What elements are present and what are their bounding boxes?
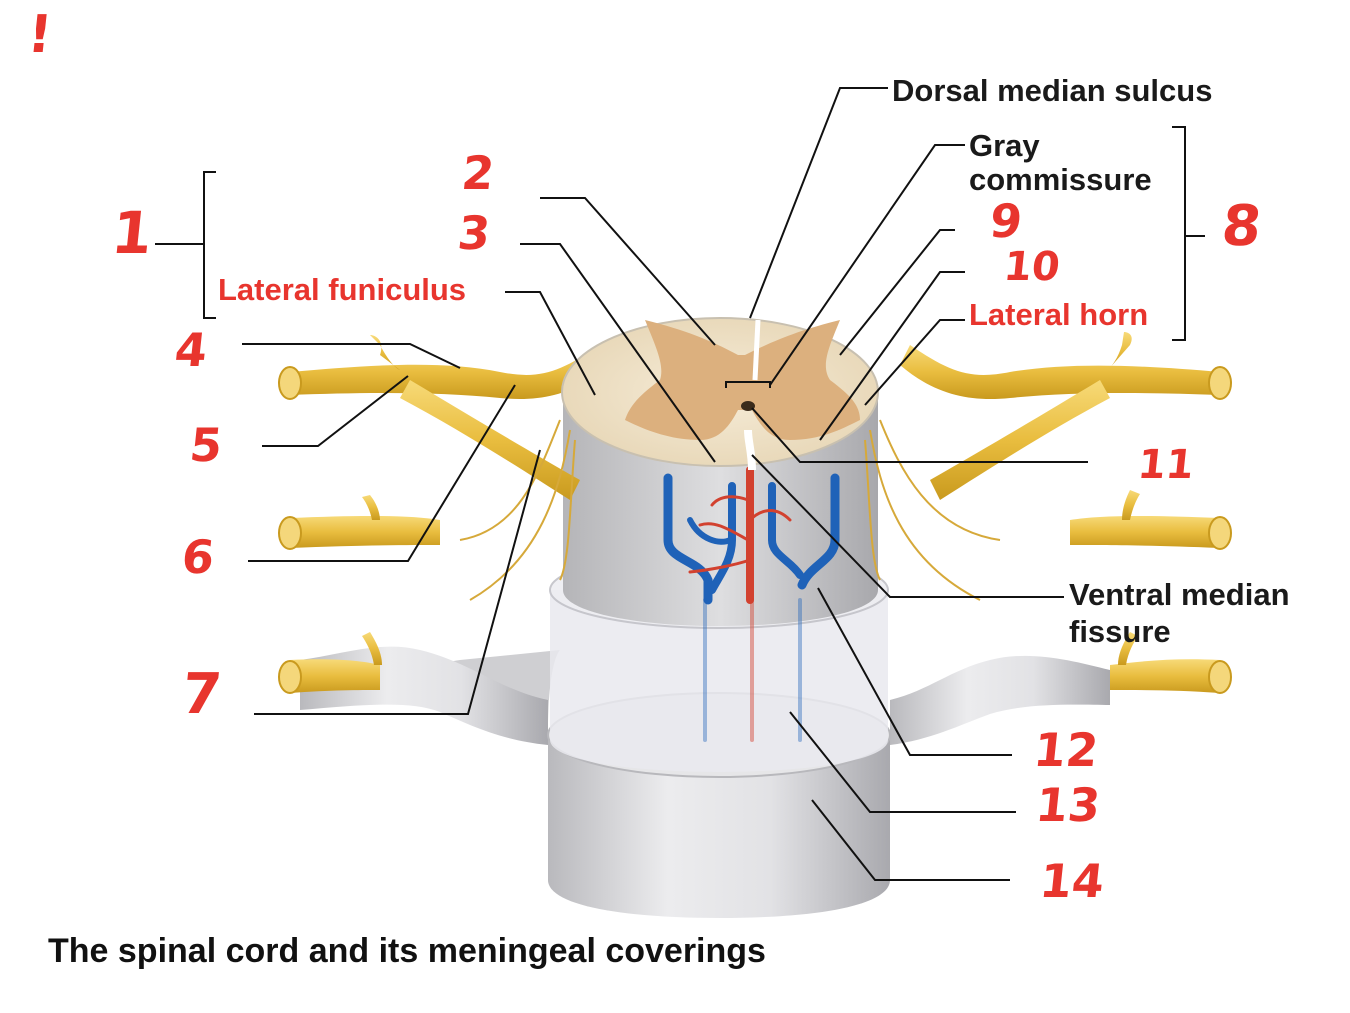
leader-10 <box>819 271 965 441</box>
figure-caption: The spinal cord and its meningeal coveri… <box>48 932 766 970</box>
annotation-11: 11 <box>1135 442 1197 488</box>
annotation-8: 8 <box>1218 194 1265 259</box>
label-ventral-median-fissure-line2: fissure <box>1069 614 1171 649</box>
gray-matter <box>625 320 860 440</box>
leader-9 <box>839 229 955 356</box>
annotation-6: 6 <box>179 530 217 584</box>
annotation-9: 9 <box>987 194 1025 248</box>
label-dorsal-median-sulcus: Dorsal median sulcus <box>892 73 1213 108</box>
leader-dorsal-median-sulcus <box>749 87 888 319</box>
label-gray-commissure-line2: commissure <box>969 162 1152 197</box>
leader-14 <box>811 799 1010 881</box>
leader-3 <box>520 243 716 463</box>
leader-lines <box>155 87 1205 881</box>
label-lateral-funiculus: Lateral funiculus <box>218 272 467 307</box>
annotation-7: 7 <box>178 662 225 727</box>
leader-2 <box>540 197 716 346</box>
leader-lateral-horn <box>864 319 965 406</box>
annotation-4: 4 <box>172 323 210 377</box>
label-gray-commissure-line1: Gray <box>969 128 1040 163</box>
annotation-13: 13 <box>1033 778 1103 832</box>
leader-12 <box>817 587 1012 756</box>
annotation-14: 14 <box>1037 854 1107 908</box>
dura-mater-sheath <box>548 735 890 918</box>
leader-5 <box>262 375 409 447</box>
leader-lateral-funiculus <box>505 291 596 396</box>
annotation-5: 5 <box>187 418 225 472</box>
spinal-nerves-right <box>864 332 1232 694</box>
annotation-12: 12 <box>1031 723 1101 777</box>
dura-root-sleeve-right <box>890 655 1110 745</box>
leader-13 <box>789 711 1016 813</box>
label-ventral-median-fissure-line1: Ventral median <box>1069 577 1290 612</box>
bracket-8 <box>1172 126 1186 341</box>
annotation-3: 3 <box>455 206 493 260</box>
label-lateral-horn: Lateral horn <box>969 297 1149 332</box>
annotation-2: 2 <box>459 146 497 200</box>
annotation-10: 10 <box>1001 244 1063 290</box>
ventral-median-fissure <box>744 429 756 471</box>
leader-ventral-median-fissure <box>751 454 1064 598</box>
leader-11 <box>751 407 1088 463</box>
arachnoid-mater <box>550 590 888 772</box>
dorsal-median-sulcus <box>752 319 761 381</box>
leader-gray-commissure <box>769 144 965 386</box>
leader-6 <box>248 384 516 562</box>
leader-7 <box>254 449 541 715</box>
leader-4 <box>242 343 461 369</box>
annotation-1: 1 <box>108 199 156 267</box>
bracket-1 <box>203 171 216 319</box>
